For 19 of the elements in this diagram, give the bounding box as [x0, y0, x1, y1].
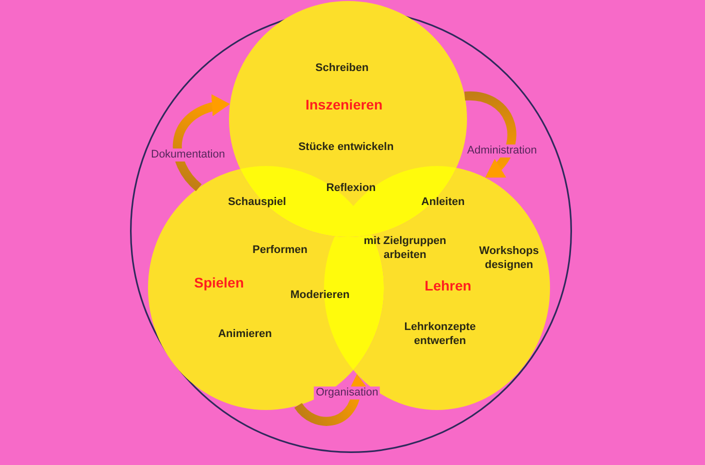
skill-label: Stücke entwickeln [298, 140, 394, 154]
skill-label: Anleiten [421, 195, 465, 209]
circle-heading: Lehren [424, 278, 472, 294]
curved-arrow [294, 374, 368, 426]
skill-label: Schauspiel [228, 195, 286, 209]
skill-label: Animieren [218, 327, 272, 341]
skill-label: Schreiben [315, 61, 369, 75]
edge-label: Dokumentation [149, 148, 227, 162]
skill-label: Performen [252, 243, 308, 257]
skill-label: mit Zielgruppen arbeiten [362, 234, 448, 262]
edge-label: Organisation [314, 386, 380, 400]
skill-label: Moderieren [290, 288, 350, 302]
edge-label: Administration [465, 144, 539, 158]
circle-heading: Inszenieren [305, 96, 383, 114]
skill-label: Reflexion [326, 181, 376, 195]
skill-label: Lehrkonzepte entwerfen [403, 320, 477, 348]
circle-heading: Spielen [194, 274, 244, 292]
curved-arrow [172, 96, 231, 191]
skill-label: Workshops designen [478, 244, 540, 272]
